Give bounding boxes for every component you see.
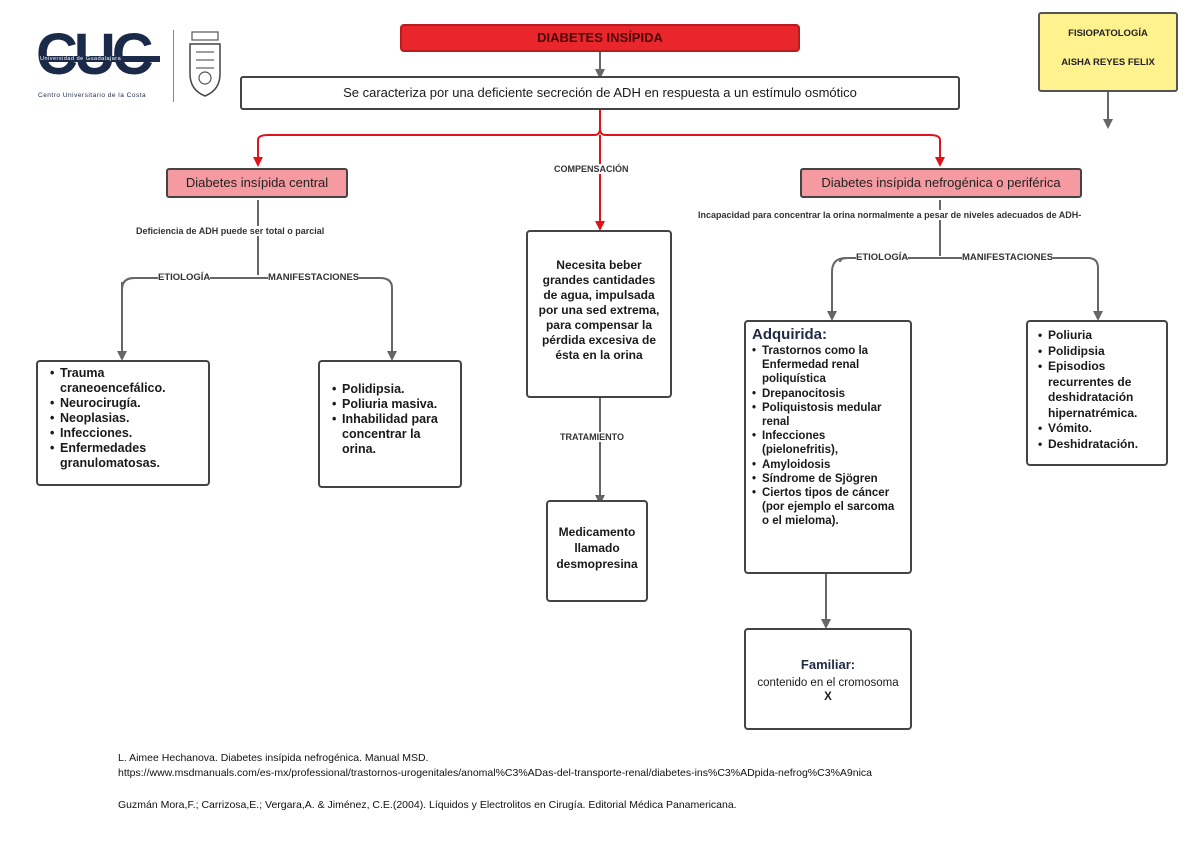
list-item: Episodios recurrentes de deshidratación …: [1038, 359, 1160, 421]
list-item: Amyloidosis: [752, 458, 904, 472]
nephrogenic-title: Diabetes insípida nefrogénica o periféri…: [800, 168, 1082, 198]
acquired-title: Adquirida:: [752, 326, 827, 343]
treatment-label: TRATAMIENTO: [560, 432, 624, 442]
logo-divider: [173, 30, 174, 102]
list-item: Neoplasias.: [50, 411, 200, 426]
list-item: Enfermedades granulomatosas.: [50, 441, 200, 471]
list-item: Drepanocitosis: [752, 387, 904, 401]
compensation-label: COMPENSACIÓN: [554, 164, 629, 174]
central-manifest-label: MANIFESTACIONES: [268, 272, 360, 283]
list-item: Neurocirugía.: [50, 396, 200, 411]
author-note: FISIOPATOLOGÍA AISHA REYES FELIX: [1038, 12, 1178, 92]
acquired-box: Adquirida: Trastornos como la Enfermedad…: [744, 320, 912, 574]
list-item: Trastornos como la Enfermedad renal poli…: [752, 344, 904, 387]
note-subject: FISIOPATOLOGÍA: [1068, 28, 1148, 39]
list-item: Poliuria: [1038, 328, 1160, 344]
list-item: Polidipsia.: [332, 382, 452, 397]
treatment-box: Medicamento llamado desmopresina: [546, 500, 648, 602]
list-item: Poliuria masiva.: [332, 397, 452, 412]
central-etiology-list: Trauma craneoencefálico.Neurocirugía.Neo…: [48, 366, 200, 471]
connector-definition-branches: [257, 110, 941, 141]
familial-x: X: [824, 691, 832, 703]
list-item: Vómito.: [1038, 421, 1160, 437]
treatment-text: Medicamento llamado desmopresina: [556, 525, 638, 571]
nephrogenic-manifest-box: PoliuriaPolidipsiaEpisodios recurrentes …: [1026, 320, 1168, 466]
central-subtitle: Deficiencia de ADH puede ser total o par…: [136, 226, 325, 236]
nephrogenic-manifest-label: MANIFESTACIONES: [962, 252, 1054, 263]
list-item: Síndrome de Sjögren: [752, 472, 904, 486]
reference-2: Guzmán Mora,F.; Carrizosa,E.; Vergara,A.…: [118, 799, 737, 811]
reference-1: L. Aimee Hechanova. Diabetes insípida ne…: [118, 752, 429, 764]
nephrogenic-manifest-list: PoliuriaPolidipsiaEpisodios recurrentes …: [1036, 328, 1160, 452]
reference-1-url[interactable]: https://www.msdmanuals.com/es-mx/profess…: [118, 767, 873, 779]
familial-text: contenido en el cromosoma: [757, 677, 899, 689]
central-etiology-label: ETIOLOGÍA: [158, 272, 211, 283]
list-item: Deshidratación.: [1038, 437, 1160, 453]
cuc-logo-letters: CUC: [36, 22, 154, 87]
udg-seal-icon: [184, 30, 226, 98]
list-item: Poliquistosis medular renal: [752, 401, 904, 429]
definition-box: Se caracteriza por una deficiente secrec…: [240, 76, 960, 110]
note-author: AISHA REYES FELIX: [1061, 57, 1155, 68]
compensation-box: Necesita beber grandes cantidades de agu…: [526, 230, 672, 398]
familial-box: Familiar: contenido en el cromosoma X: [744, 628, 912, 730]
list-item: Infecciones (pielonefritis),: [752, 429, 904, 457]
central-title: Diabetes insípida central: [166, 168, 348, 198]
list-item: Infecciones.: [50, 426, 200, 441]
cuc-logo-university: Universidad de Guadalajara: [40, 56, 160, 62]
central-manifest-box: Polidipsia.Poliuria masiva.Inhabilidad p…: [318, 360, 462, 488]
nephrogenic-etiology-label: ETIOLOGÍA: [856, 252, 909, 263]
list-item: Polidipsia: [1038, 344, 1160, 360]
diagram-title: DIABETES INSÍPIDA: [400, 24, 800, 52]
list-item: Ciertos tipos de cáncer (por ejemplo el …: [752, 486, 904, 529]
central-manifest-list: Polidipsia.Poliuria masiva.Inhabilidad p…: [330, 382, 452, 457]
compensation-text: Necesita beber grandes cantidades de agu…: [538, 258, 660, 362]
central-etiology-box: Trauma craneoencefálico.Neurocirugía.Neo…: [36, 360, 210, 486]
nephrogenic-subtitle: Incapacidad para concentrar la orina nor…: [698, 210, 1082, 220]
cuc-logo-center: Centro Universitario de la Costa: [38, 92, 147, 99]
familial-title: Familiar:: [800, 657, 856, 672]
acquired-list: Trastornos como la Enfermedad renal poli…: [752, 344, 904, 529]
cuc-logo: CUC Universidad de Guadalajara Centro Un…: [36, 24, 166, 104]
list-item: Inhabilidad para concentrar la orina.: [332, 412, 452, 457]
list-item: Trauma craneoencefálico.: [50, 366, 200, 396]
